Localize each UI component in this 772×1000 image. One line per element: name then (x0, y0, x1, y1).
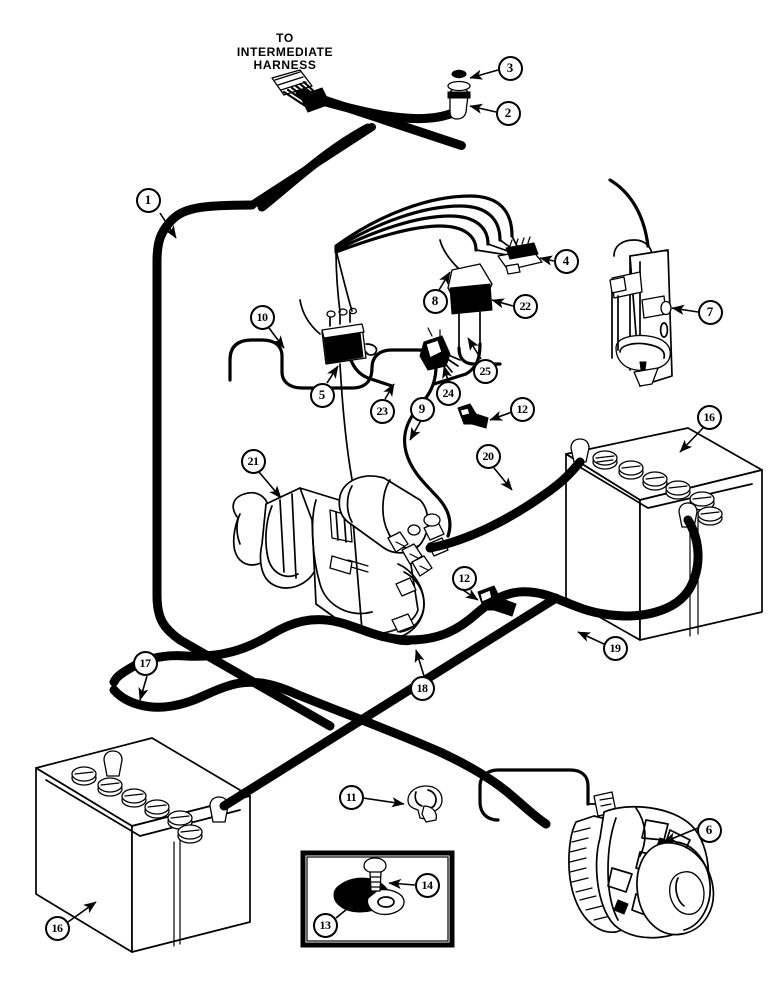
harness-trunk-upper (248, 87, 466, 212)
leader-4 (539, 255, 555, 266)
alternator-signal-wire (478, 768, 601, 822)
harness-connector-plug (271, 69, 331, 113)
callout-connector-block[interactable]: 4 (553, 248, 579, 274)
cable-17-battery-to-battery (109, 677, 551, 829)
callout-alternator[interactable]: 6 (696, 817, 722, 843)
callout-starter-ground-strap[interactable]: 18 (409, 675, 435, 701)
callout-sender-switch[interactable]: 24 (435, 380, 461, 406)
callout-wire-lead-10[interactable]: 10 (249, 304, 275, 330)
cable-18-ground-run (109, 615, 415, 687)
callout-cable-terminal-lug[interactable]: 13 (312, 912, 338, 938)
callout-battery[interactable]: 16 (44, 915, 70, 941)
battery-lower-left (35, 737, 251, 953)
callout-wire-lead-25[interactable]: 25 (472, 358, 498, 384)
callout-main-battery-cable-negative[interactable]: 1 (135, 187, 161, 213)
leader-18 (414, 649, 425, 677)
cable-20-starter-to-battery (425, 457, 585, 553)
leader-22 (491, 298, 514, 309)
alternator (568, 791, 715, 939)
leader-5 (326, 365, 339, 384)
callout-switch-body[interactable]: 22 (512, 293, 538, 319)
leader-14 (388, 878, 416, 890)
leader-25 (467, 337, 482, 360)
wire-to-relay-b (335, 249, 353, 312)
leader-17 (138, 675, 149, 701)
callout-battery-cable-positive[interactable]: 19 (602, 635, 628, 661)
leader-10 (268, 327, 285, 349)
leader-21 (258, 471, 282, 499)
callout-grommet[interactable]: 2 (495, 100, 521, 126)
callout-cap-nut[interactable]: 3 (497, 55, 523, 81)
alternator-fan-ribs (569, 827, 611, 921)
sender-part-24 (419, 327, 461, 373)
grommet-part-2 (447, 80, 471, 120)
leader-12b (462, 588, 479, 601)
cable-1-lower-diagonal (219, 593, 561, 811)
leader-20 (493, 467, 513, 491)
cap-nut-part-3 (451, 69, 467, 79)
callout-wire-lead[interactable]: 8 (422, 288, 448, 314)
callout-starter-motor[interactable]: 21 (240, 448, 266, 474)
callout-terminal-boot[interactable]: 12 (451, 565, 477, 591)
cable-clip-part-11 (407, 785, 443, 823)
battery-terminal-upper-left (570, 438, 590, 463)
ether-canister-part-7 (608, 178, 673, 387)
callout-starter-cable[interactable]: 20 (475, 443, 501, 469)
callout-battery[interactable]: 16 (696, 404, 722, 430)
leader-11 (362, 797, 405, 808)
page-title: TO INTERMEDIATE HARNESS (236, 31, 334, 72)
leader-16a (679, 427, 704, 453)
relay-part-5 (299, 299, 378, 365)
cable-1-main-negative (152, 200, 335, 731)
leader-12a (489, 411, 513, 421)
leader-19 (577, 631, 605, 645)
leader-13 (335, 899, 359, 919)
leader-2 (469, 103, 497, 114)
callout-cable-clip[interactable]: 11 (338, 784, 364, 810)
leader-16b (67, 901, 97, 923)
cable-19-battery-positive (405, 515, 703, 645)
leader-7 (671, 304, 699, 315)
screw-part-14 (363, 857, 387, 892)
leader-24 (442, 365, 453, 382)
callout-wire-lead-23[interactable]: 23 (369, 398, 395, 424)
terminal-boot-12-upper (457, 403, 489, 429)
battery-cell-caps-upper (592, 450, 723, 526)
wire-fan-to-connector (334, 194, 521, 257)
wire-to-relay-a (335, 249, 341, 313)
battery-upper-right (565, 427, 763, 641)
wire-10-loop (228, 338, 438, 390)
leader-8 (438, 271, 451, 291)
detail-inset-box (300, 850, 455, 948)
battery-terminal-lower-left (103, 750, 123, 777)
callout-screw[interactable]: 14 (414, 872, 440, 898)
callout-terminal-boot[interactable]: 12 (509, 396, 535, 422)
leader-1 (159, 212, 177, 239)
battery-cell-caps-lower (71, 766, 203, 844)
leader-3 (469, 69, 499, 80)
callout-ether-starting-aid-canister[interactable]: 7 (697, 299, 723, 325)
callout-battery-to-battery-cable[interactable]: 17 (132, 650, 158, 676)
callout-wire-harness-branch[interactable]: 9 (409, 396, 435, 422)
leader-23 (383, 383, 395, 400)
leader-6 (663, 827, 699, 843)
callout-relay[interactable]: 5 (309, 382, 335, 408)
